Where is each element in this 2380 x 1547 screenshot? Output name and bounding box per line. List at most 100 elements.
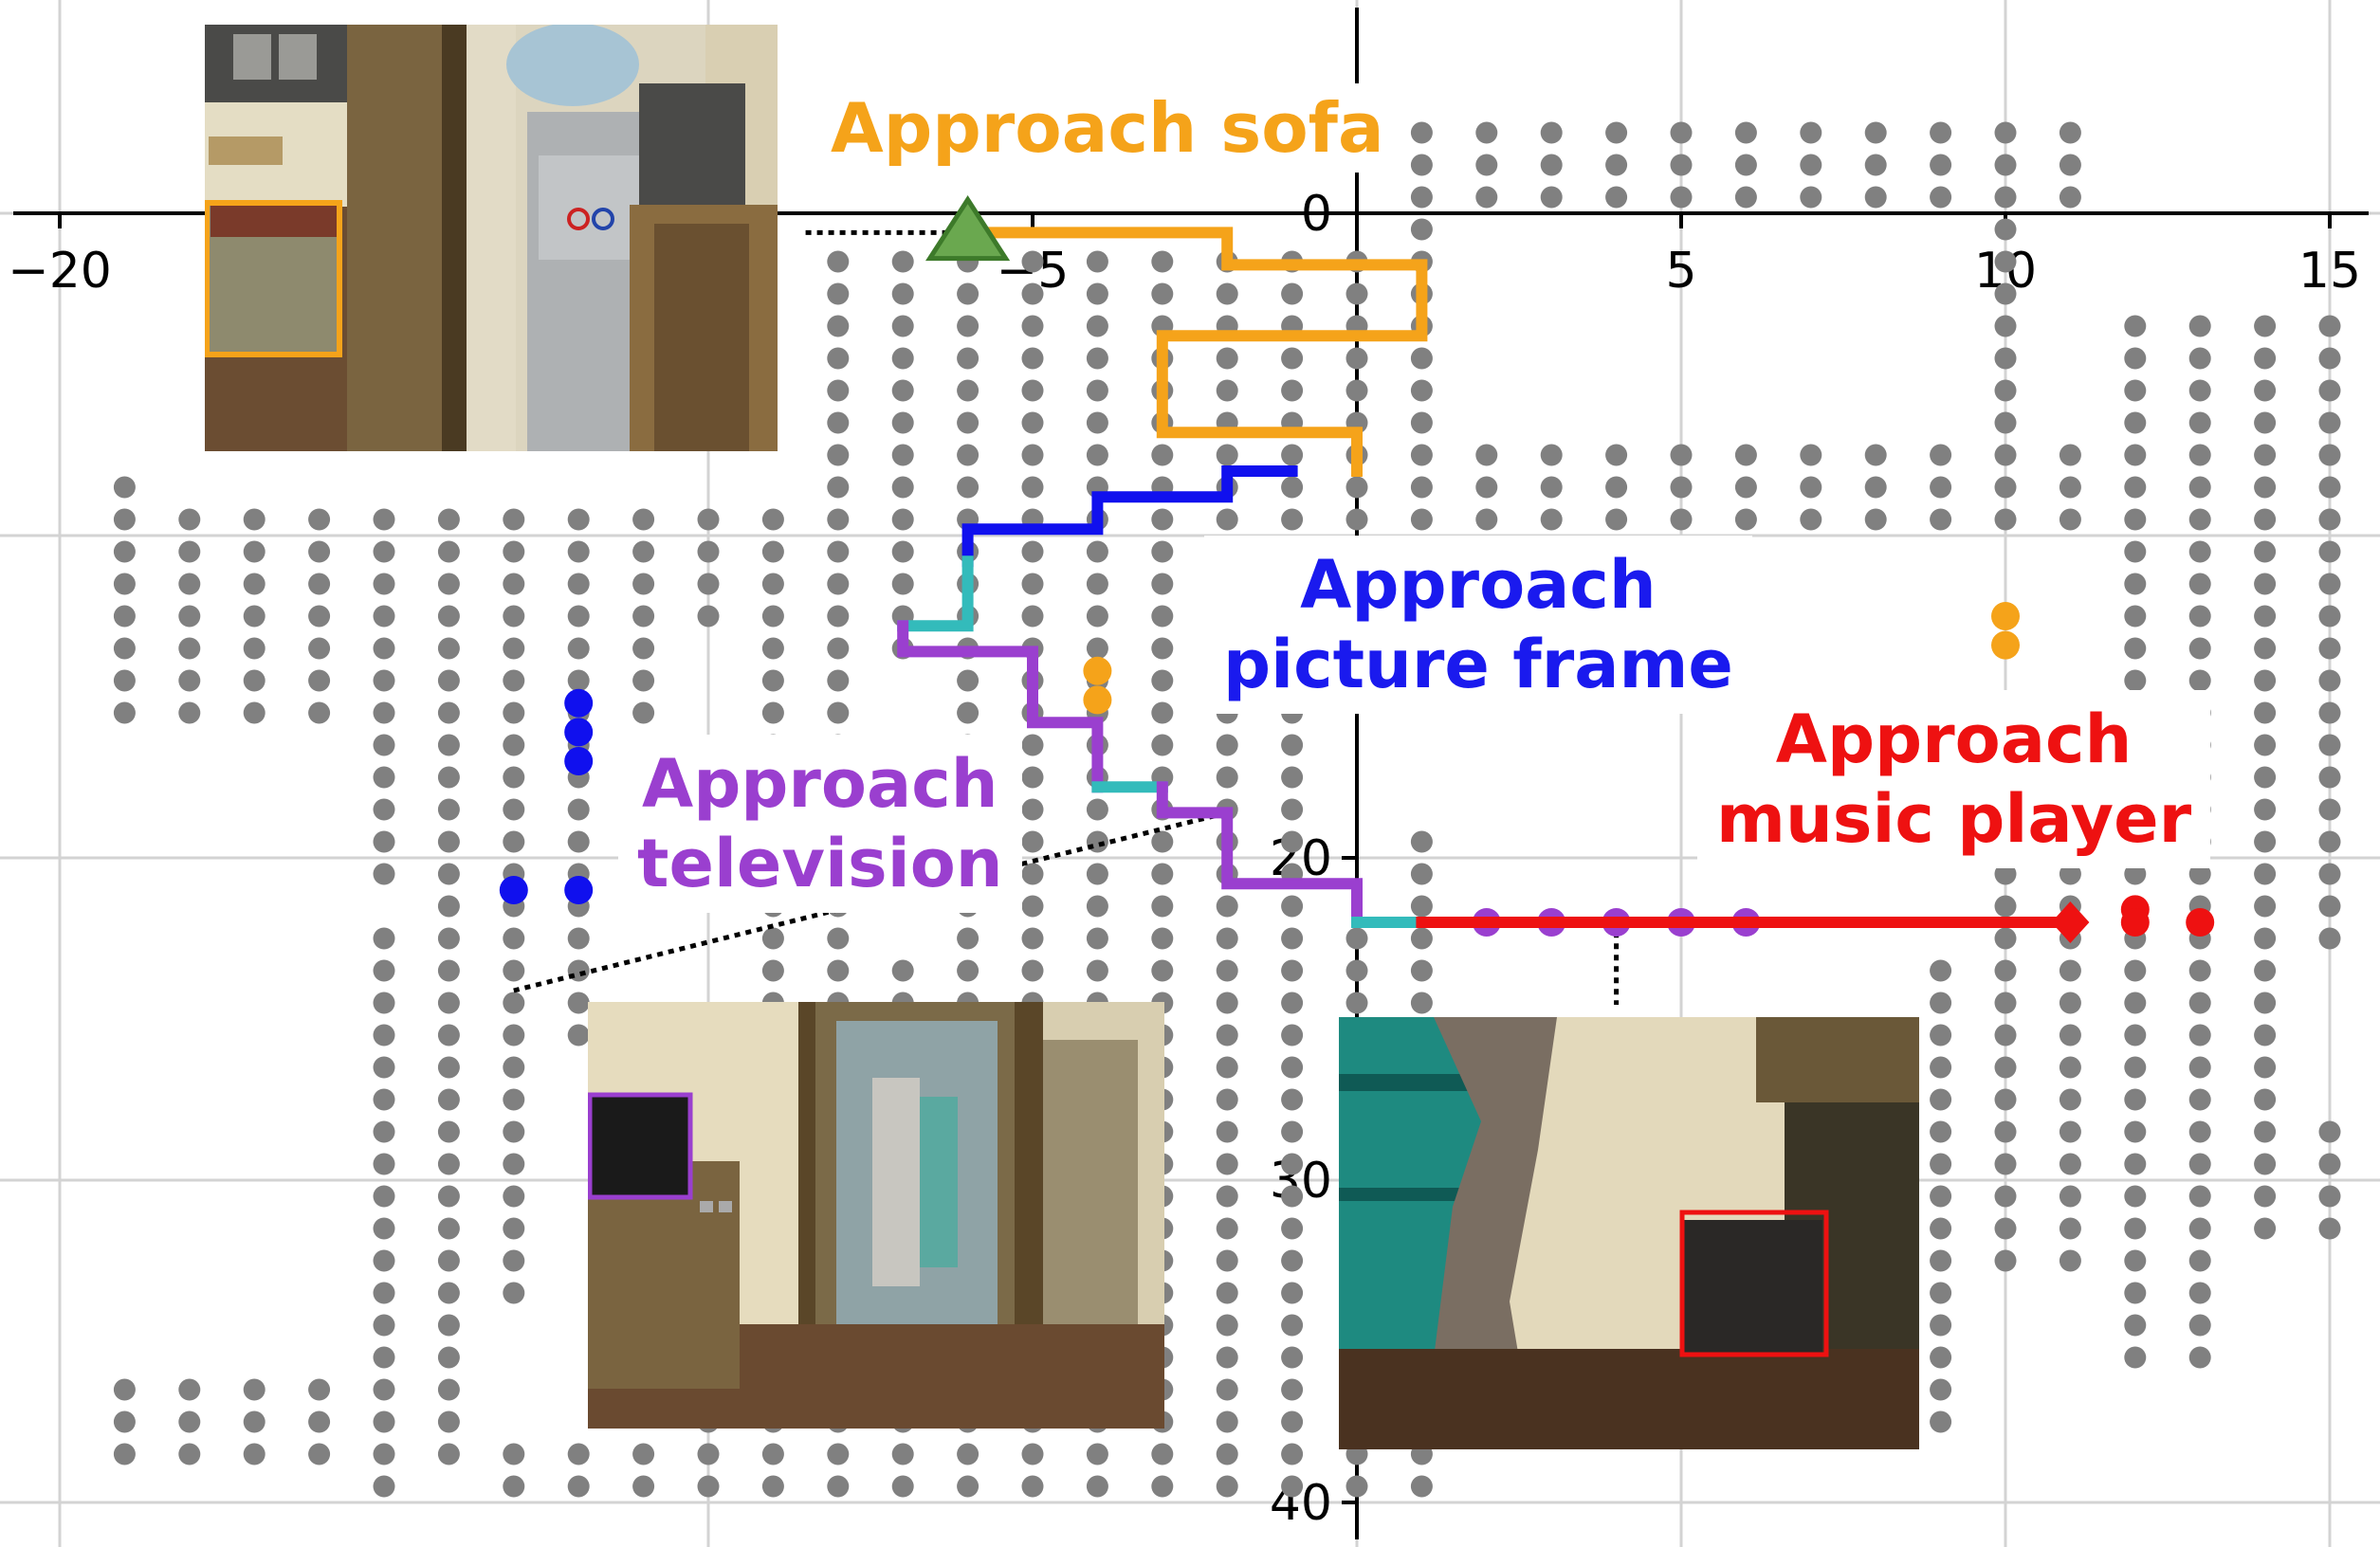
navigable-cell-dot (178, 508, 201, 531)
navigable-cell-dot (2124, 1185, 2147, 1208)
navigable-cell-dot (827, 411, 850, 434)
navigable-cell-dot (2254, 1024, 2277, 1046)
navigable-cell-dot (2188, 1056, 2211, 1079)
navigable-cell-dot (1216, 508, 1238, 531)
navigable-cell-dot (1930, 1217, 1952, 1240)
navigable-cell-dot (1410, 218, 1433, 241)
navigable-cell-dot (957, 476, 979, 499)
navigable-cell-dot (373, 573, 395, 595)
navigable-cell-dot (2254, 1120, 2277, 1143)
navigable-cell-dot (2124, 959, 2147, 982)
navigable-cell-dot (2254, 798, 2277, 821)
navigable-cell-dot (2318, 895, 2341, 918)
navigable-cell-dot (2254, 992, 2277, 1014)
navigable-cell-dot (567, 927, 590, 950)
navigable-cell-dot (1346, 1475, 1368, 1498)
navigable-cell-dot (503, 669, 525, 692)
navigable-cell-dot (891, 411, 914, 434)
navigable-cell-dot (178, 1410, 201, 1433)
x-tick-label: 5 (1665, 243, 1696, 300)
navigable-cell-dot (2059, 1024, 2081, 1046)
navigable-cell-dot (1021, 798, 1044, 821)
navigable-cell-dot (1994, 1185, 2017, 1208)
navigable-cell-dot (373, 1088, 395, 1111)
navigable-cell-dot (1281, 444, 1304, 466)
navigable-cell-dot (1281, 282, 1304, 305)
navigable-cell-dot (373, 1282, 395, 1304)
navigable-cell-dot (1930, 508, 1952, 531)
target-point (2120, 908, 2150, 937)
music-player-view-image (1339, 1017, 1919, 1449)
navigable-cell-dot (2188, 992, 2211, 1014)
target-point (1991, 602, 2020, 630)
navigable-cell-dot (2059, 186, 2081, 209)
navigable-cell-dot (761, 959, 784, 982)
navigable-cell-dot (1346, 959, 1368, 982)
navigable-cell-dot (891, 250, 914, 273)
navigable-cell-dot (1151, 573, 1174, 595)
navigable-cell-dot (437, 1153, 460, 1175)
navigable-cell-dot (308, 573, 331, 595)
navigable-cell-dot (1151, 895, 1174, 918)
navigable-cell-dot (1281, 766, 1304, 789)
navigable-cell-dot (1281, 1185, 1304, 1208)
navigable-cell-dot (2124, 637, 2147, 660)
label-approach-sofa-text: Approach sofa (831, 88, 1384, 168)
navigable-cell-dot (957, 927, 979, 950)
navigable-cell-dot (1930, 1088, 1952, 1111)
navigable-cell-dot (567, 637, 590, 660)
navigable-cell-dot (1086, 863, 1108, 885)
navigable-cell-dot (1021, 734, 1044, 756)
navigable-cell-dot (1864, 154, 1887, 176)
navigable-cell-dot (1021, 379, 1044, 402)
navigable-cell-dot (2188, 1217, 2211, 1240)
navigable-cell-dot (2188, 508, 2211, 531)
navigable-cell-dot (957, 701, 979, 724)
navigable-cell-dot (503, 637, 525, 660)
label-approach-picture-frame: Approach picture frame (1204, 536, 1752, 714)
navigable-cell-dot (2188, 315, 2211, 337)
navigable-cell-dot (243, 1410, 265, 1433)
navigable-cell-dot (2124, 444, 2147, 466)
target-point (499, 876, 528, 904)
navigable-cell-dot (891, 573, 914, 595)
navigable-cell-dot (1994, 154, 2017, 176)
navigable-cell-dot (2188, 347, 2211, 370)
navigable-cell-dot (1281, 734, 1304, 756)
navigable-cell-dot (1930, 1378, 1952, 1401)
navigable-cell-dot (1930, 1185, 1952, 1208)
navigable-cell-dot (308, 1410, 331, 1433)
navigable-cell-dot (1346, 927, 1368, 950)
navigable-cell-dot (2254, 411, 2277, 434)
trajectory-orange (961, 227, 1428, 477)
navigable-cell-dot (1346, 992, 1368, 1014)
navigable-cell-dot (1994, 411, 2017, 434)
navigable-cell-dot (2188, 379, 2211, 402)
navigable-cell-dot (1670, 121, 1693, 144)
navigable-cell-dot (1734, 186, 1757, 209)
navigable-cell-dot (1216, 895, 1238, 918)
navigable-cell-dot (1800, 508, 1822, 531)
navigable-cell-dot (1151, 1475, 1174, 1498)
navigable-cell-dot (1151, 282, 1174, 305)
navigable-cell-dot (113, 540, 136, 563)
navigable-cell-dot (1281, 1378, 1304, 1401)
television-view-image (588, 1002, 1164, 1429)
navigable-cell-dot (1151, 508, 1174, 531)
navigable-cell-dot (1216, 444, 1238, 466)
navigable-cell-dot (2188, 605, 2211, 628)
navigable-cell-dot (1281, 1410, 1304, 1433)
navigable-cell-dot (2059, 959, 2081, 982)
navigable-cell-dot (2318, 347, 2341, 370)
navigable-cell-dot (373, 637, 395, 660)
navigable-cell-dot (1086, 250, 1108, 273)
navigable-cell-dot (2188, 1314, 2211, 1337)
navigable-cell-dot (891, 444, 914, 466)
navigable-cell-dot (697, 540, 720, 563)
navigable-cell-dot (243, 637, 265, 660)
navigable-cell-dot (1994, 315, 2017, 337)
navigable-cell-dot (761, 1443, 784, 1465)
navigable-cell-dot (2318, 476, 2341, 499)
navigable-cell-dot (1410, 959, 1433, 982)
navigable-cell-dot (2188, 476, 2211, 499)
